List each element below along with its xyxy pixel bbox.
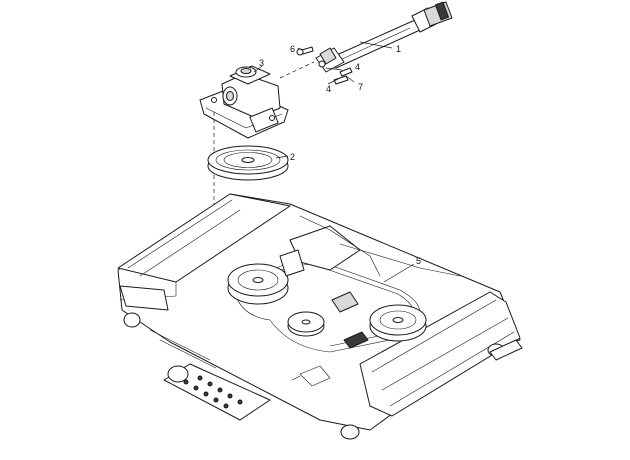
deck-pulley-center bbox=[287, 311, 325, 337]
deck-pulley-right bbox=[369, 304, 427, 342]
drive-shaft bbox=[315, 1, 453, 73]
fastener bbox=[333, 67, 353, 85]
leader-lines bbox=[253, 41, 415, 283]
callout-1: 1 bbox=[396, 44, 401, 54]
callout-5: 5 bbox=[416, 256, 421, 266]
idler-arm bbox=[279, 215, 461, 349]
callout-2: 2 bbox=[290, 152, 295, 162]
bolt bbox=[296, 46, 314, 56]
callout-7: 7 bbox=[358, 82, 363, 92]
callout-4-upper: 4 bbox=[355, 62, 360, 72]
callout-3: 3 bbox=[259, 58, 264, 68]
callout-4-lower: 4 bbox=[326, 84, 331, 94]
gearbox bbox=[199, 65, 289, 139]
deck-pulley-left bbox=[227, 263, 289, 305]
mower-deck bbox=[117, 193, 523, 440]
callout-6: 6 bbox=[290, 44, 295, 54]
pulley bbox=[207, 145, 289, 181]
